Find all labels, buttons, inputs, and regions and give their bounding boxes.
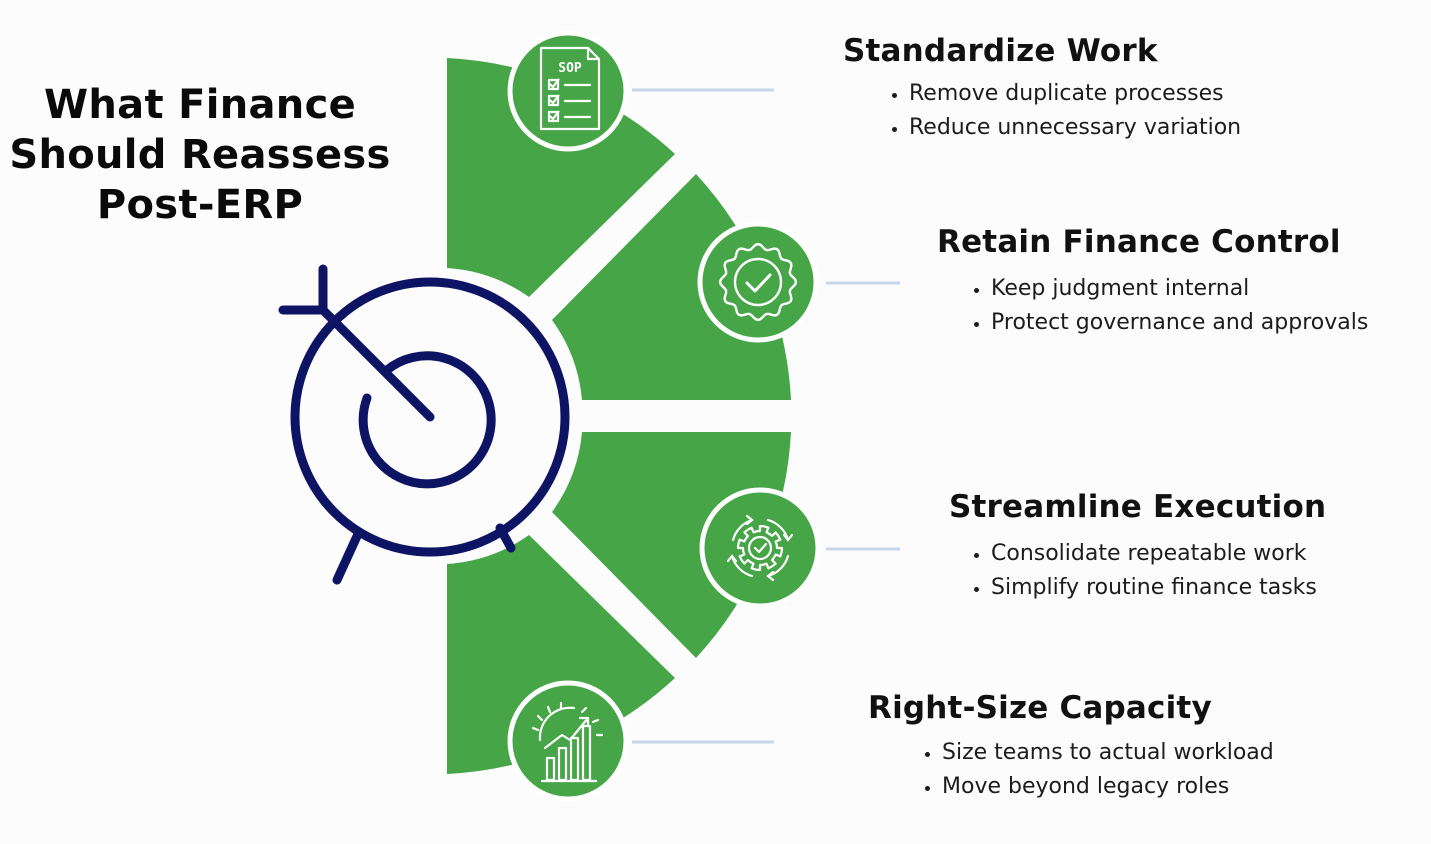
- verified-badge-icon: [697, 221, 819, 343]
- bullet-item: Simplify routine finance tasks: [991, 571, 1326, 605]
- title-line: Post-ERP: [96, 182, 304, 228]
- section-retain-finance-control: Retain Finance Control Keep judgment int…: [937, 224, 1368, 340]
- section-heading: Retain Finance Control: [937, 224, 1341, 260]
- target-arrow-shaft: [317, 304, 435, 422]
- target-leg-left: [332, 529, 363, 585]
- target-outer-ring: [290, 277, 570, 557]
- target-inner-ring: [358, 351, 496, 489]
- bullet-list: Remove duplicate processes Reduce unnece…: [843, 77, 1241, 145]
- bullet-list: Keep judgment internal Protect governanc…: [937, 272, 1368, 340]
- page-title: What Finance Should Reassess Post-ERP: [0, 80, 400, 230]
- connector-lines: [632, 88, 900, 744]
- section-heading: Right-Size Capacity: [868, 690, 1212, 726]
- bullet-list: Size teams to actual workload Move beyon…: [868, 736, 1274, 804]
- target-leg-right: [495, 523, 516, 553]
- growth-chart-gear-icon: [507, 680, 629, 802]
- bullet-item: Protect governance and approvals: [991, 306, 1368, 340]
- target-icon: [278, 264, 570, 585]
- section-standardize-work: Standardize Work Remove duplicate proces…: [843, 33, 1241, 145]
- bullet-item: Move beyond legacy roles: [942, 770, 1274, 804]
- sop-label: SOP: [558, 61, 582, 76]
- icon-badges: SOP: [507, 30, 821, 802]
- title-line: What Finance: [43, 82, 357, 128]
- bullet-list: Consolidate repeatable work Simplify rou…: [949, 537, 1326, 605]
- bullet-item: Size teams to actual workload: [942, 736, 1274, 770]
- section-heading: Streamline Execution: [949, 489, 1327, 525]
- title-line: Should Reassess: [9, 132, 391, 178]
- gear-cycle-icon: [699, 487, 821, 609]
- ring-segment-streamline: [552, 432, 791, 658]
- section-streamline-execution: Streamline Execution Consolidate repeata…: [949, 489, 1326, 605]
- ring-segments: [447, 58, 791, 774]
- sop-checklist-icon: SOP: [507, 30, 629, 152]
- bullet-item: Remove duplicate processes: [909, 77, 1241, 111]
- bullet-item: Consolidate repeatable work: [991, 537, 1326, 571]
- section-right-size-capacity: Right-Size Capacity Size teams to actual…: [868, 690, 1274, 804]
- bullet-item: Keep judgment internal: [991, 272, 1368, 306]
- bullet-item: Reduce unnecessary variation: [909, 111, 1241, 145]
- section-heading: Standardize Work: [843, 33, 1158, 69]
